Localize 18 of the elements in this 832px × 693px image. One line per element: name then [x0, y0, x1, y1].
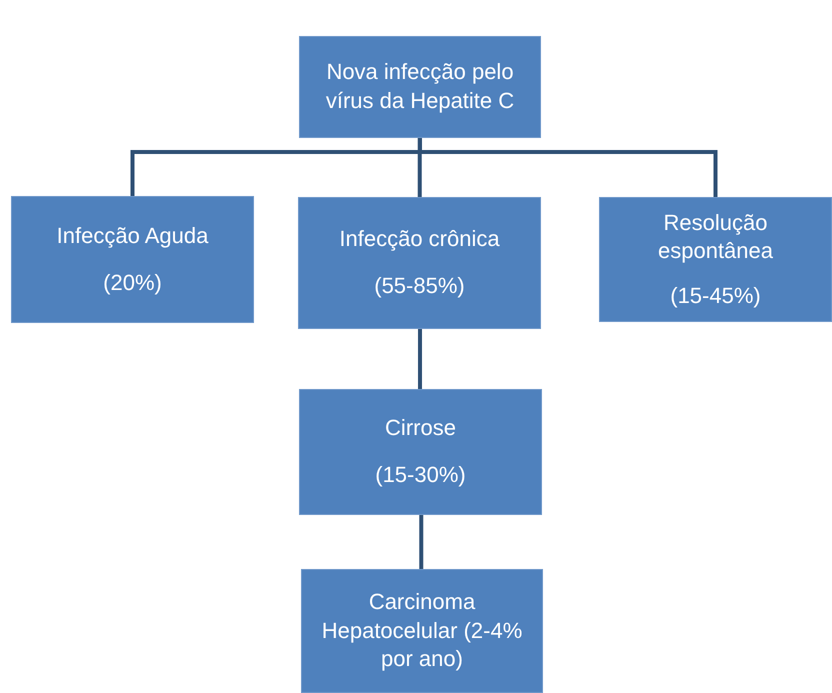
- box-text: (15-30%): [375, 461, 466, 489]
- box-text: (55-85%): [374, 272, 465, 300]
- box-text: Resolução espontânea: [657, 208, 774, 266]
- process-box: [301, 569, 543, 693]
- process-box: [599, 197, 832, 322]
- connector-line: [418, 329, 422, 389]
- process-box: [11, 196, 254, 323]
- box-text: Infecção crônica: [339, 225, 500, 254]
- box-text: Nova infecção pelo vírus da Hepatite C: [324, 58, 516, 115]
- box-text: Carcinoma Hepatocelular (2-4% por ano): [320, 588, 524, 674]
- process-box: [298, 197, 541, 329]
- box-text: Infecção Aguda: [56, 222, 208, 250]
- process-box: [299, 36, 541, 138]
- box-text: Cirrose: [385, 414, 456, 442]
- box-text: (20%): [103, 268, 162, 296]
- connector-line: [419, 515, 424, 569]
- box-text: (15-45%): [670, 282, 761, 310]
- process-box: [299, 389, 542, 515]
